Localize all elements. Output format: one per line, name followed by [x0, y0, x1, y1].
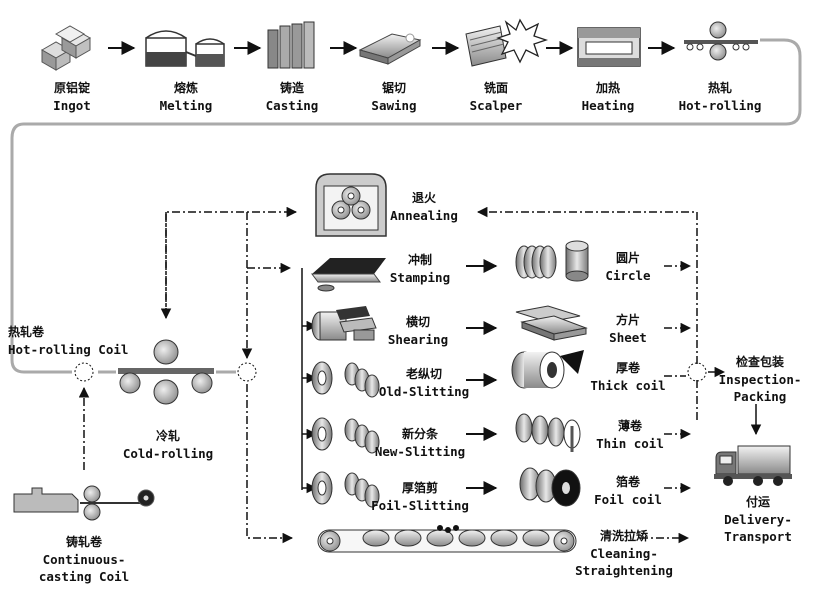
cold-rolling-mill-icon: [118, 339, 214, 405]
hot-rolling-return-line: [10, 38, 802, 374]
label-shearing: 横切 Shearing: [387, 315, 449, 347]
label-heating: 加热 Heating: [581, 81, 635, 113]
label-old-slitting: 老纵切 Old-Slitting: [378, 367, 470, 399]
shearing-icon: [311, 306, 377, 341]
label-ingot: 原铝锭 Ingot: [53, 81, 91, 113]
scalper-icon: [465, 18, 549, 67]
junction-cold-rolling: [237, 362, 257, 382]
foil-coil-product-icon: [519, 467, 581, 507]
label-stamping: 冲制 Stamping: [389, 253, 451, 285]
process-branch-lines: [247, 262, 318, 494]
label-thick-coil: 厚卷 Thick coil: [590, 361, 666, 393]
label-melting: 熔炼 Melting: [159, 81, 213, 113]
label-casting: 铸造 Casting: [265, 81, 319, 113]
continuous-casting-icon: [13, 485, 155, 521]
label-scalper: 铣面 Scalper: [469, 81, 523, 113]
label-circle: 圆片 Circle: [605, 251, 651, 283]
cleaning-straightening-icon: [317, 525, 577, 553]
sawing-icon: [358, 33, 422, 65]
stamping-icon: [311, 258, 386, 292]
label-continuous-casting: 铸轧卷 Continuous- casting Coil: [38, 535, 130, 584]
annealing-loop: [160, 206, 726, 544]
junction-inspection: [687, 362, 707, 382]
melting-furnace-icon: [145, 30, 225, 67]
product-to-inspection-arrows: [664, 260, 692, 494]
sheet-product-icon: [515, 305, 588, 341]
ingot-icon: [40, 25, 92, 71]
thick-coil-product-icon: [511, 350, 584, 389]
label-hot-rolling: 热轧 Hot-rolling: [678, 81, 762, 113]
thin-coil-product-icon: [515, 413, 581, 452]
heating-furnace-icon: [577, 27, 641, 67]
new-slitting-icon: [311, 417, 380, 454]
label-cleaning-straightening: 清洗拉矫 Cleaning- Straightening: [575, 529, 673, 578]
foil-slitting-icon: [311, 471, 380, 508]
casting-icon: [267, 21, 315, 69]
annealing-furnace-icon: [315, 173, 387, 237]
process-to-product-arrows: [466, 259, 498, 495]
label-foil-coil: 箔卷 Foil coil: [594, 475, 662, 507]
label-annealing: 退火 Annealing: [390, 191, 458, 223]
hot-rolling-mill-icon: [684, 21, 758, 61]
circle-product-icon: [515, 240, 589, 282]
label-inspection-packing: 检查包装 Inspection- Packing: [718, 355, 802, 404]
old-slitting-icon: [311, 361, 380, 398]
junction-hot-coil: [74, 362, 94, 382]
label-sheet: 方片 Sheet: [609, 313, 647, 345]
label-foil-slitting: 厚箔剪 Foil-Slitting: [371, 481, 469, 513]
label-sawing: 锯切 Sawing: [371, 81, 417, 113]
label-thin-coil: 薄卷 Thin coil: [596, 419, 664, 451]
label-hot-rolling-coil: 热轧卷 Hot-rolling Coil: [8, 325, 129, 357]
label-new-slitting: 新分条 New-Slitting: [374, 427, 466, 459]
label-cold-rolling: 冷轧 Cold-rolling: [122, 429, 214, 461]
delivery-truck-icon: [714, 445, 792, 486]
label-delivery-transport: 付运 Delivery- Transport: [724, 495, 792, 544]
